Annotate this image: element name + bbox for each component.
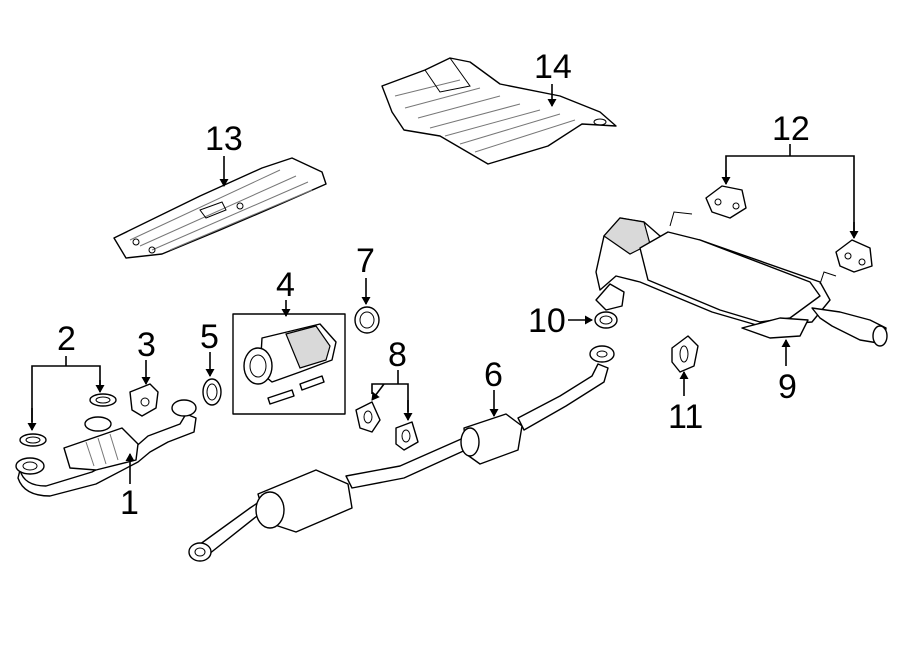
callout-4: 4 bbox=[276, 266, 295, 304]
leader-2-bracket bbox=[31, 365, 101, 422]
callout-7: 7 bbox=[356, 242, 375, 280]
part-14-floor-heat-shield bbox=[381, 57, 617, 165]
callout-9: 9 bbox=[778, 368, 797, 406]
part-12-brackets bbox=[705, 185, 873, 273]
leader-8-bracket bbox=[371, 383, 409, 412]
part-4-catalytic-converter bbox=[232, 313, 346, 415]
part-3-mount-rubber bbox=[129, 383, 159, 417]
part-10-gasket bbox=[594, 311, 618, 329]
leader-12-bracket bbox=[725, 155, 855, 236]
part-11-hanger-rubber bbox=[671, 335, 699, 373]
callout-1: 1 bbox=[120, 484, 139, 522]
callout-numbers: 1 2 3 4 5 6 7 8 9 10 11 12 13 14 bbox=[57, 48, 810, 522]
part-5-gasket bbox=[202, 378, 222, 406]
part-8-hangers bbox=[355, 401, 419, 451]
callout-8: 8 bbox=[388, 336, 407, 374]
callout-3: 3 bbox=[137, 326, 156, 364]
leader-lines bbox=[27, 84, 859, 484]
callout-6: 6 bbox=[484, 356, 503, 394]
callout-5: 5 bbox=[200, 318, 219, 356]
callout-13: 13 bbox=[205, 120, 243, 158]
part-13-front-heat-shield bbox=[113, 157, 327, 259]
callout-10: 10 bbox=[528, 302, 566, 340]
part-2-gaskets bbox=[19, 393, 117, 447]
part-6-center-pipe bbox=[188, 345, 615, 562]
part-7-gasket bbox=[354, 306, 380, 334]
leader-8-left bbox=[371, 383, 385, 401]
part-9-muffler bbox=[595, 211, 888, 347]
callout-12: 12 bbox=[772, 110, 810, 148]
callout-2: 2 bbox=[57, 320, 76, 358]
callout-14: 14 bbox=[534, 48, 572, 86]
callout-11: 11 bbox=[668, 398, 703, 436]
part-1-front-pipe bbox=[15, 399, 197, 497]
